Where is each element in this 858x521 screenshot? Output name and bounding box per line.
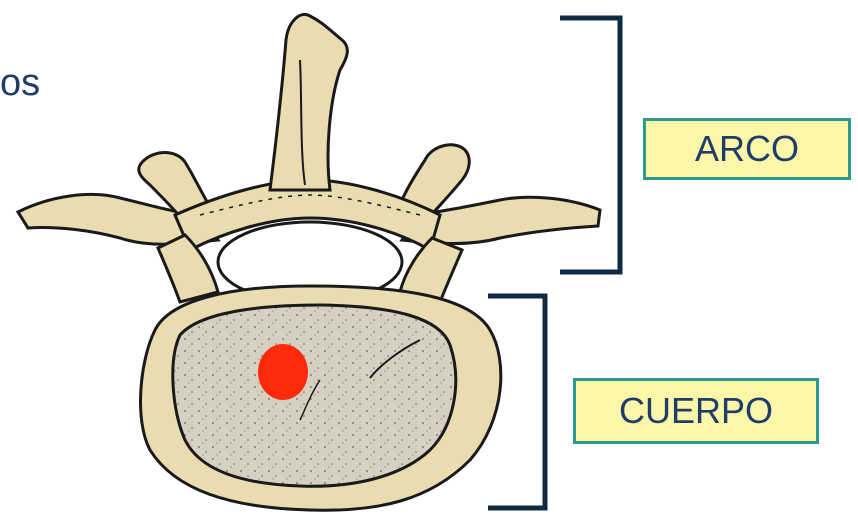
arch-label: ARCO	[643, 118, 851, 180]
body-label: CUERPO	[573, 378, 819, 444]
body-cancellous	[173, 305, 456, 486]
vertebral-body	[141, 286, 501, 510]
spinous-process	[270, 14, 347, 190]
arch-bracket	[560, 18, 620, 272]
left-pedicle	[158, 235, 218, 302]
red-dot-marker-icon	[258, 344, 308, 400]
